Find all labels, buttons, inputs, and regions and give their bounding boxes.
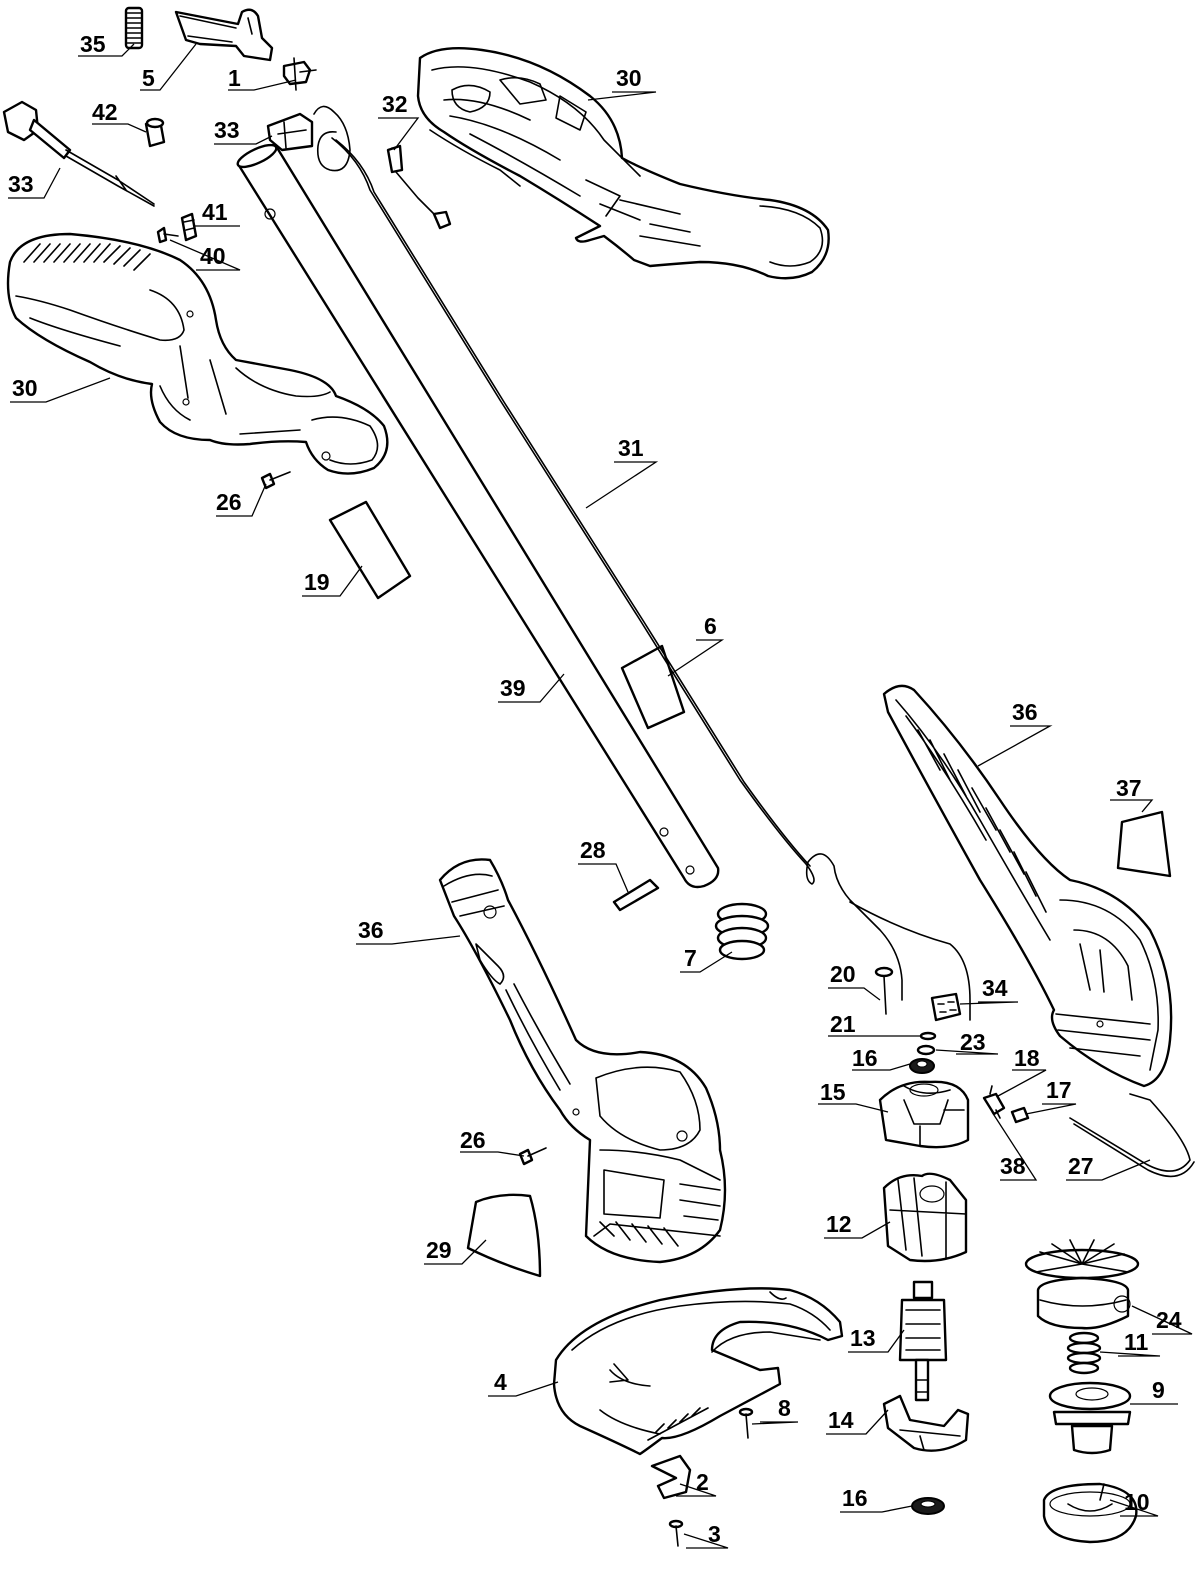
label-35: 35: [80, 31, 106, 57]
label-26-left: 26: [216, 489, 242, 515]
part-spring-35: [124, 6, 144, 50]
label-1: 1: [228, 65, 241, 91]
part-pin-1: [282, 57, 317, 91]
part-label-29: [466, 1193, 542, 1278]
part-label-6: [620, 644, 686, 730]
part-spring-7: [714, 902, 770, 961]
part-screw-42: [144, 117, 166, 148]
label-13: 13: [850, 1325, 876, 1351]
label-20: 20: [830, 961, 856, 987]
part-washer-23: [916, 1044, 936, 1056]
label-39: 39: [500, 675, 526, 701]
part-spool-9: [1048, 1381, 1132, 1455]
part-label-19: [328, 500, 412, 600]
part-handle-half-30-left: [6, 232, 389, 475]
label-28: 28: [580, 837, 606, 863]
part-trigger-5: [174, 8, 274, 62]
label-34: 34: [982, 975, 1008, 1001]
label-15: 15: [820, 1079, 846, 1105]
part-terminal-18: [982, 1085, 1006, 1119]
label-30-top: 30: [616, 65, 642, 91]
callout-labels: 35 5 1 42 33 33 41 40 32 30 30 26: [8, 31, 1193, 1549]
part-tube-39: [236, 143, 720, 889]
part-cap-10: [1042, 1482, 1138, 1544]
part-stator-12: [882, 1172, 968, 1263]
part-wire-27: [1069, 1093, 1195, 1178]
label-8: 8: [778, 1395, 791, 1421]
label-18: 18: [1014, 1045, 1040, 1071]
part-washer-21: [919, 1031, 937, 1041]
part-screw-40: [156, 226, 179, 244]
label-16-top: 16: [852, 1045, 878, 1071]
part-screw-20: [874, 966, 894, 1015]
label-32: 32: [382, 91, 408, 117]
part-connector-34: [930, 992, 962, 1022]
part-bearing-16-top: [909, 1058, 935, 1074]
label-24: 24: [1156, 1307, 1182, 1333]
label-16-bottom: 16: [842, 1485, 868, 1511]
label-5: 5: [142, 65, 155, 91]
label-27: 27: [1068, 1153, 1094, 1179]
label-30-left: 30: [12, 375, 38, 401]
label-26-right: 26: [460, 1127, 486, 1153]
part-clip-2: [650, 1454, 692, 1500]
part-cord-31: [331, 137, 971, 1021]
label-31: 31: [618, 435, 644, 461]
label-6: 6: [704, 613, 717, 639]
part-screw-8: [738, 1407, 754, 1439]
part-wire-32: [386, 144, 452, 230]
part-screw-26-left: [260, 471, 291, 490]
label-19: 19: [304, 569, 330, 595]
label-12: 12: [826, 1211, 852, 1237]
label-14: 14: [828, 1407, 854, 1433]
label-41: 41: [202, 199, 228, 225]
part-cord-plug-33-left: [2, 100, 155, 207]
part-bearing-16-bottom: [911, 1497, 945, 1515]
label-38: 38: [1000, 1153, 1026, 1179]
part-spool-housing-24: [1024, 1239, 1140, 1330]
label-9: 9: [1152, 1377, 1165, 1403]
label-3: 3: [708, 1521, 721, 1547]
label-17: 17: [1046, 1077, 1072, 1103]
label-33-top: 33: [214, 117, 240, 143]
part-screw-3: [668, 1519, 684, 1547]
label-4: 4: [494, 1369, 507, 1395]
part-housing-half-36-left: [438, 858, 727, 1264]
part-housing-half-36-right: [882, 684, 1173, 1088]
label-23: 23: [960, 1029, 986, 1055]
label-2: 2: [696, 1469, 709, 1495]
label-29: 29: [426, 1237, 452, 1263]
label-40: 40: [200, 243, 226, 269]
part-guard-4: [552, 1287, 844, 1456]
part-bracket-14: [882, 1394, 970, 1452]
label-36-right: 36: [1012, 699, 1038, 725]
part-pin-28: [612, 878, 660, 912]
label-37: 37: [1116, 775, 1142, 801]
part-handle-half-30-top: [416, 47, 830, 280]
part-label-37: [1116, 810, 1172, 878]
label-36-left: 36: [358, 917, 384, 943]
label-42: 42: [92, 99, 118, 125]
label-21: 21: [830, 1011, 856, 1037]
part-brush-holder-15: [878, 1080, 970, 1149]
part-brush-17: [1010, 1106, 1030, 1124]
label-10: 10: [1124, 1489, 1150, 1515]
part-clip-41: [180, 212, 198, 242]
part-screw-26-right: [518, 1147, 547, 1166]
label-33-left: 33: [8, 171, 34, 197]
part-armature-13: [898, 1280, 948, 1402]
label-11: 11: [1124, 1329, 1149, 1355]
part-spring-11: [1066, 1331, 1102, 1375]
part-switch-33-top: [266, 105, 351, 172]
label-7: 7: [684, 945, 697, 971]
